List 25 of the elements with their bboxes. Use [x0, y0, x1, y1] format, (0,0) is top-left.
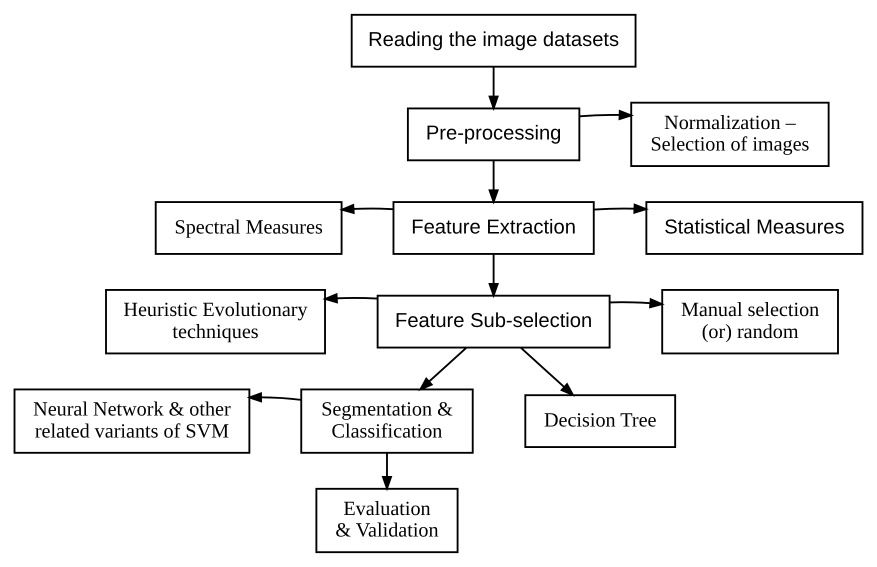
node-box: Feature Extraction — [392, 201, 595, 255]
node-box: Segmentation & Classification — [300, 388, 474, 454]
arrow — [520, 347, 575, 397]
node-box: Heuristic Evolutionary techniques — [105, 289, 326, 354]
arrow — [579, 110, 634, 120]
node-box: Manual selection (or) random — [661, 289, 839, 354]
arrow — [610, 298, 665, 308]
arrow — [322, 292, 378, 304]
node-box: Statistical Measures — [645, 201, 864, 255]
node-box: Evaluation & Validation — [315, 488, 459, 554]
arrow — [382, 453, 392, 492]
node-box: Spectral Measures — [154, 201, 343, 255]
node-box: Decision Tree — [524, 394, 676, 448]
arrow — [418, 347, 467, 392]
arrow — [488, 66, 499, 111]
arrow — [488, 254, 499, 298]
arrow — [246, 392, 302, 403]
arrow — [594, 203, 649, 214]
node-box: Pre-processing — [406, 107, 580, 162]
arrow — [488, 160, 499, 205]
arrow — [339, 204, 393, 214]
node-box: Feature Sub-selection — [376, 294, 611, 349]
node-box: Reading the image datasets — [350, 14, 636, 68]
node-box: Neural Network & other related variants of SVM — [14, 388, 250, 454]
node-box: Normalization – Selection of images — [630, 102, 830, 167]
